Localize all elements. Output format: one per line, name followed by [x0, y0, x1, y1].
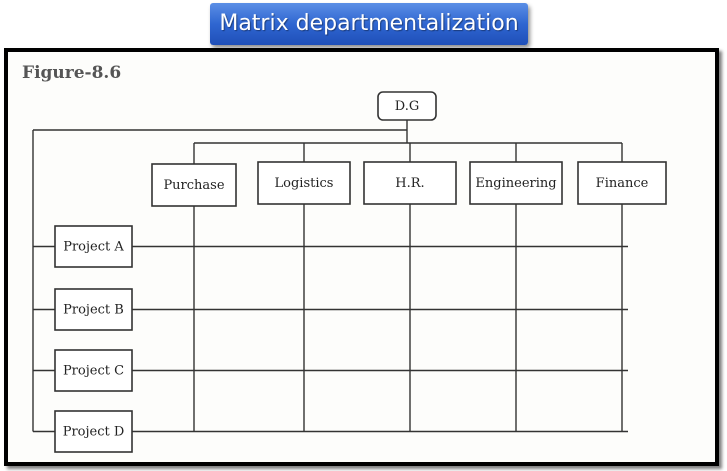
department-node-box — [363, 161, 457, 205]
department-node: Logistics — [257, 161, 351, 205]
dg-node: D.G — [377, 91, 437, 121]
department-node-box — [577, 161, 667, 205]
department-node-box — [469, 161, 563, 205]
department-node: Finance — [577, 161, 667, 205]
title-banner: Matrix departmentalization — [210, 3, 528, 45]
department-node-label: Engineering — [475, 176, 556, 191]
dg-node-label: D.G — [395, 99, 419, 114]
project-node-label: Project A — [63, 240, 124, 255]
department-node-label: H.R. — [395, 176, 424, 191]
project-node-box — [54, 288, 133, 331]
department-node-box — [151, 163, 237, 207]
connector-lines — [32, 120, 628, 433]
project-node: Project B — [54, 288, 133, 331]
figure-label: Figure-8.6 — [22, 63, 122, 83]
department-node: H.R. — [363, 161, 457, 205]
department-node-box — [257, 161, 351, 205]
project-node: Project C — [54, 349, 133, 392]
chart-nodes: D.G Purchase Logistics H.R. Engineering Finan… — [54, 91, 667, 453]
dg-node-box — [377, 91, 437, 121]
department-node-label: Finance — [596, 176, 649, 191]
project-node-label: Project B — [63, 303, 124, 318]
project-node-box — [54, 410, 133, 453]
department-node: Engineering — [469, 161, 563, 205]
department-node-label: Purchase — [163, 178, 224, 193]
project-node-label: Project C — [63, 364, 124, 379]
department-node-label: Logistics — [275, 176, 334, 191]
project-node: Project D — [54, 410, 133, 453]
project-node: Project A — [54, 225, 133, 268]
department-node: Purchase — [151, 163, 237, 207]
project-node-box — [54, 349, 133, 392]
project-node-box — [54, 225, 133, 268]
project-node-label: Project D — [63, 425, 125, 440]
